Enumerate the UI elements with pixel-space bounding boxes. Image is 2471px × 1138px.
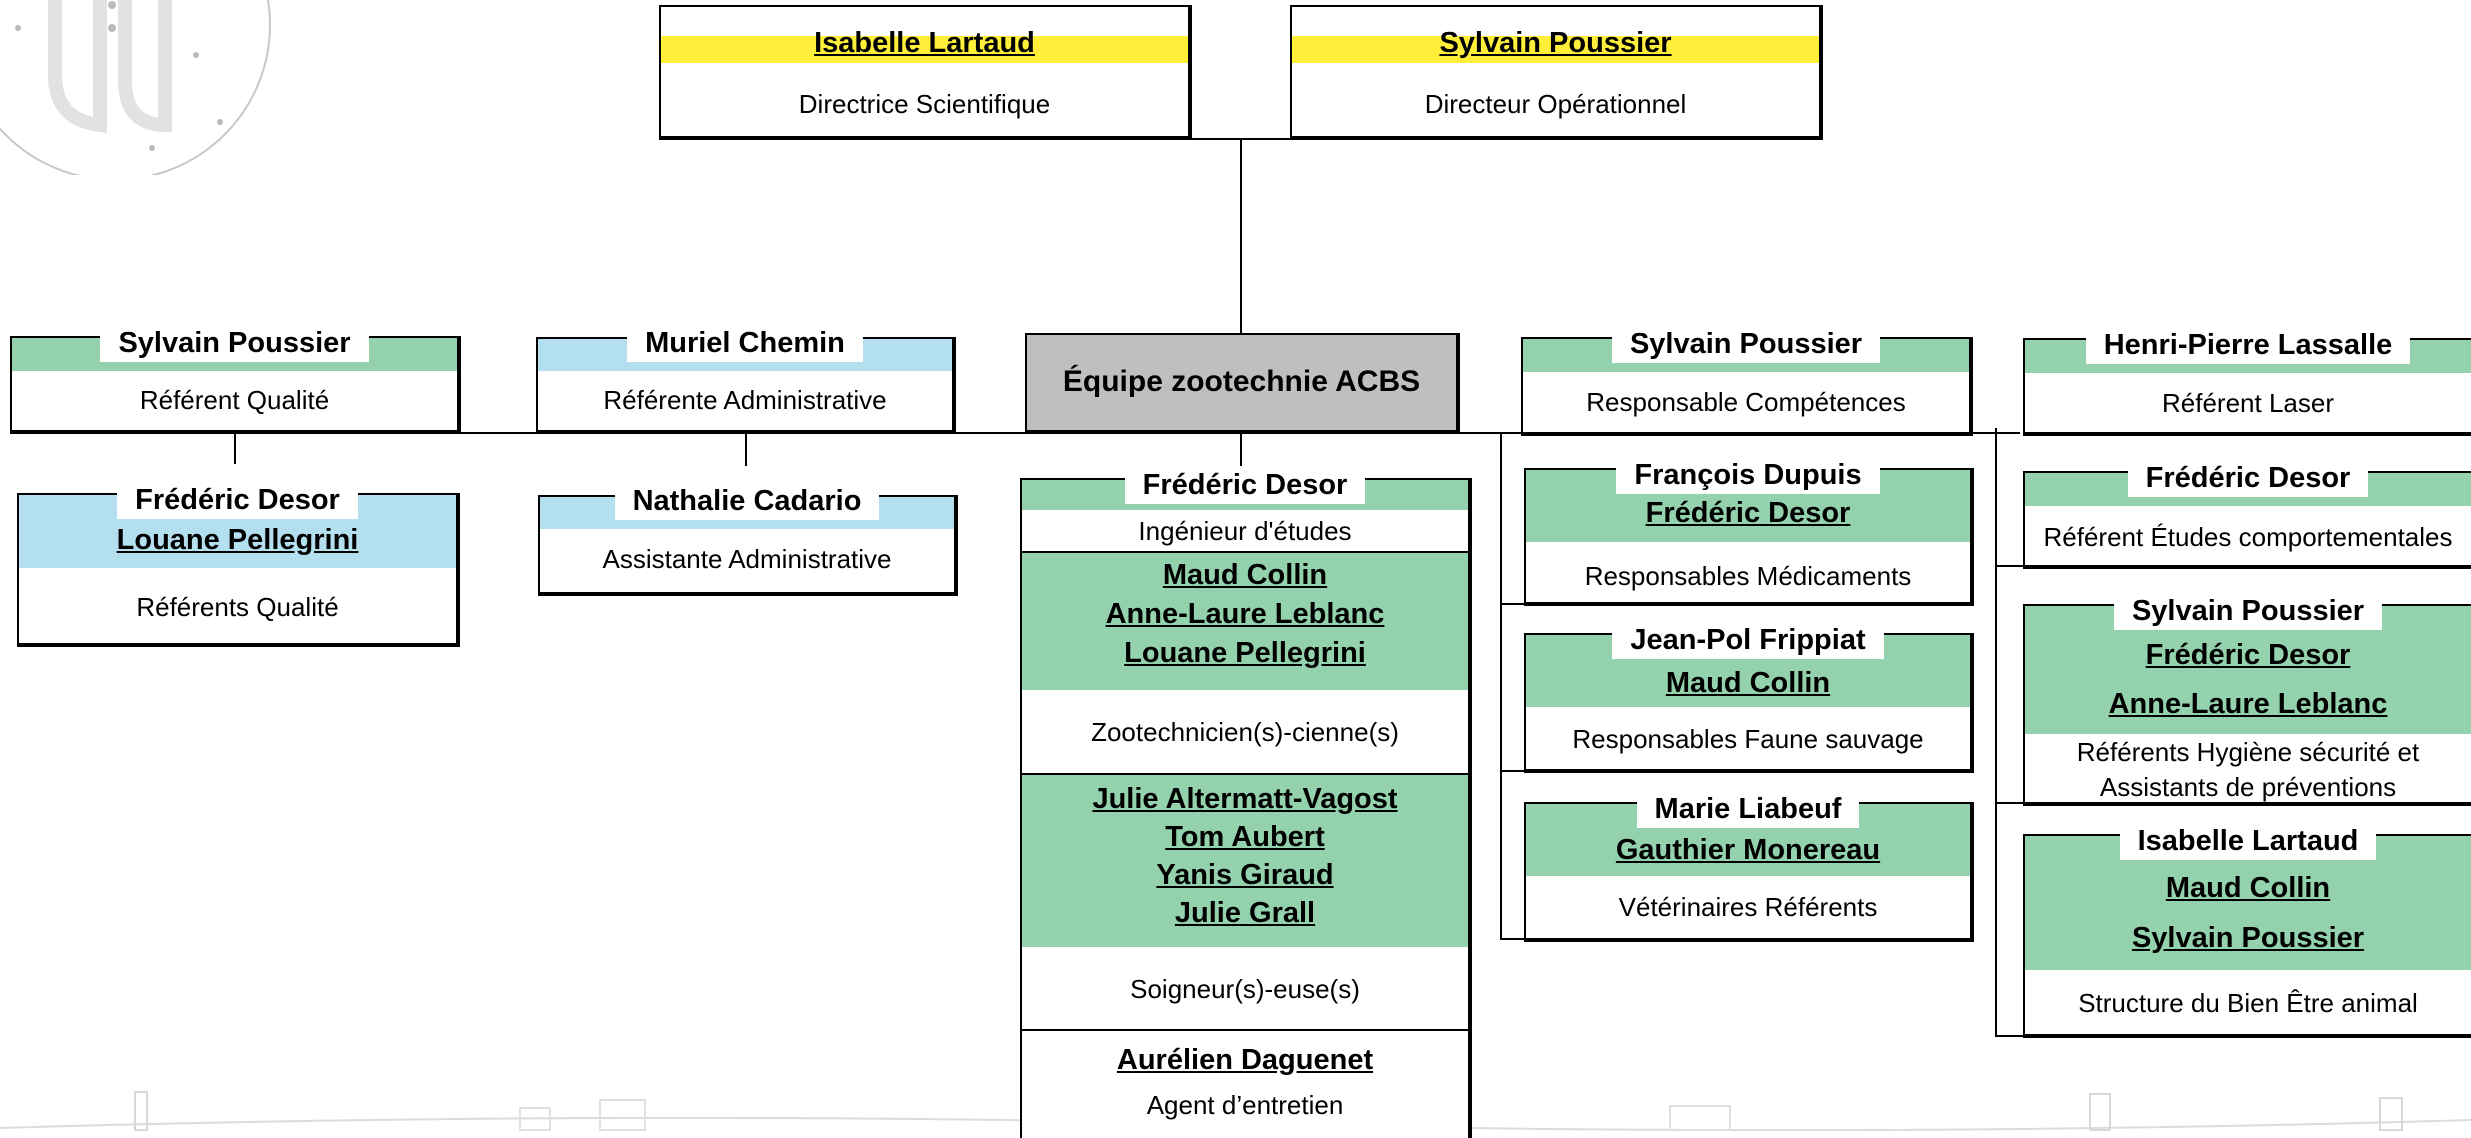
role-label: Référent Qualité <box>139 385 330 415</box>
admin-assistant-box: Nathalie Cadario Assistante Administrati… <box>538 482 958 596</box>
connector-quality-down <box>234 434 236 464</box>
person-name: Frédéric Desor <box>2127 459 2369 497</box>
person-name: Julie Altermatt-Vagost <box>1092 783 1398 815</box>
role-label: Référent Laser <box>2162 388 2334 418</box>
connector-right-med <box>1500 603 1524 605</box>
person-name: Sylvain Poussier <box>1439 27 1672 59</box>
medications-box: François Dupuis Frédéric Desor Responsab… <box>1524 456 1974 606</box>
laser-box: Henri-Pierre Lassalle Référent Laser <box>2023 326 2471 436</box>
person-name: Yanis Giraud <box>1156 859 1334 891</box>
person-name: François Dupuis <box>1616 456 1880 494</box>
person-name: Muriel Chemin <box>627 324 863 362</box>
role-label: Directrice Scientifique <box>798 89 1051 119</box>
person-name: Anne-Laure Leblanc <box>2108 688 2388 720</box>
role-label: Ingénieur d'études <box>1138 516 1352 546</box>
person-name: Louane Pellegrini <box>116 524 359 556</box>
connector-right-wild <box>1500 770 1524 772</box>
quality-referent-box: Sylvain Poussier Référent Qualité <box>10 324 461 434</box>
connector-farright-vertical <box>1995 428 1997 1037</box>
role-label: Structure du Bien Être animal <box>2078 988 2418 1018</box>
role-label: Référente Administrative <box>603 385 887 415</box>
wildlife-box: Jean-Pol Frippiat Maud Collin Responsabl… <box>1524 621 1974 773</box>
person-name: Sylvain Poussier <box>2131 922 2365 954</box>
connector-farright-safety <box>1995 802 2023 804</box>
name-band <box>661 36 1188 63</box>
person-name: Frédéric Desor <box>1124 466 1366 504</box>
director-scientific-box: Isabelle Lartaud Directrice Scientifique <box>659 5 1192 140</box>
role-label: Soigneur(s)-euse(s) <box>1130 974 1360 1004</box>
person-name: Isabelle Lartaud <box>814 27 1035 59</box>
person-name: Julie Grall <box>1174 897 1316 929</box>
admin-referent-box: Muriel Chemin Référente Administrative <box>536 324 956 434</box>
divider <box>1022 773 1468 775</box>
name-band <box>1022 553 1468 690</box>
divider <box>1022 551 1468 553</box>
role-label: Assistants de préventions <box>2099 772 2397 802</box>
role-label: Responsable Compétences <box>1586 387 1906 417</box>
behavior-box: Frédéric Desor Référent Études comportem… <box>2023 459 2471 569</box>
person-name: Gauthier Monereau <box>1615 834 1881 866</box>
divider <box>1022 1029 1468 1031</box>
person-name: Frédéric Desor <box>2145 639 2351 671</box>
person-name: Nathalie Cadario <box>614 482 880 520</box>
person-name: Jean-Pol Frippiat <box>1612 621 1884 659</box>
person-name: Maud Collin <box>1665 667 1831 699</box>
person-name: Isabelle Lartaud <box>2119 822 2377 860</box>
role-label: Zootechnicien(s)-cienne(s) <box>1091 717 1399 747</box>
role-label: Responsables Faune sauvage <box>1572 724 1924 754</box>
person-name: Anne-Laure Leblanc <box>1105 598 1385 630</box>
role-label: Référent Études comportementales <box>2043 522 2453 552</box>
name-band <box>1022 775 1468 947</box>
connector-admin-down <box>745 434 747 466</box>
role-label: Directeur Opérationnel <box>1424 89 1687 119</box>
welfare-box: Isabelle Lartaud Maud Collin Sylvain Pou… <box>2023 822 2471 1038</box>
role-label: Référents Hygiène sécurité et <box>2076 737 2420 767</box>
person-name: Maud Collin <box>2165 872 2331 904</box>
role-label: Référents Qualité <box>136 592 339 622</box>
person-name: Aurélien Daguenet <box>1116 1044 1374 1076</box>
person-name: Sylvain Poussier <box>1611 325 1881 363</box>
connector-farright-behavior <box>1995 565 2023 567</box>
person-name: Henri-Pierre Lassalle <box>2085 326 2411 364</box>
person-name: Tom Aubert <box>1165 821 1325 853</box>
connector-center-down <box>1240 434 1242 478</box>
connector-farright-welfare <box>1995 1035 2023 1037</box>
role-label: Vétérinaires Référents <box>1618 892 1878 922</box>
person-name: Frédéric Desor <box>117 481 358 519</box>
person-name: Sylvain Poussier <box>100 324 369 362</box>
person-name: Marie Liabeuf <box>1636 790 1860 828</box>
connector-main-horizontal <box>10 432 2020 434</box>
safety-box: Sylvain Poussier Frédéric Desor Anne-Lau… <box>2023 592 2471 806</box>
role-label: Responsables Médicaments <box>1584 561 1912 591</box>
person-name: Maud Collin <box>1162 559 1328 591</box>
role-label: Assistante Administrative <box>602 544 892 574</box>
center-staff-stack: Frédéric Desor Ingénieur d'études Maud C… <box>1020 466 1472 1138</box>
vets-box: Marie Liabeuf Gauthier Monereau Vétérina… <box>1524 790 1974 942</box>
connector-right-vets <box>1500 938 1524 940</box>
connector-top-vertical <box>1240 138 1242 334</box>
team-title: Équipe zootechnie ACBS <box>1062 365 1421 398</box>
team-title-box: Équipe zootechnie ACBS <box>1025 333 1460 434</box>
competences-box: Sylvain Poussier Responsable Compétences <box>1521 325 1973 436</box>
role-label: Agent d’entretien <box>1146 1090 1344 1120</box>
university-logo-watermark <box>0 0 271 175</box>
person-name: Louane Pellegrini <box>1124 637 1366 669</box>
name-band <box>1292 36 1819 63</box>
person-name: Sylvain Poussier <box>2113 592 2383 630</box>
director-operational-box: Sylvain Poussier Directeur Opérationnel <box>1290 5 1823 140</box>
quality-team-box: Frédéric Desor Louane Pellegrini Référen… <box>17 481 460 647</box>
person-name: Frédéric Desor <box>1645 497 1851 529</box>
connector-right-vertical <box>1500 432 1502 940</box>
